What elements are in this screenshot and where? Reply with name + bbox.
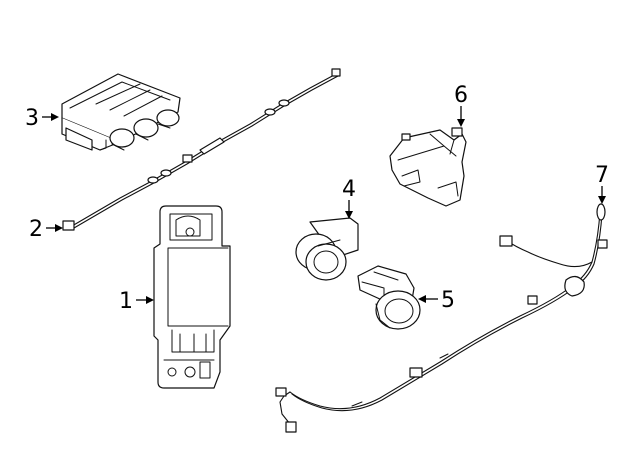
part-7-bumper-harness[interactable] <box>275 203 608 433</box>
callout-6: 6 <box>454 83 468 127</box>
part-6-mounting-bracket[interactable] <box>389 127 467 207</box>
callout-1-label: 1 <box>119 289 133 314</box>
callout-1: 1 <box>119 289 154 314</box>
callout-4: 4 <box>342 177 356 219</box>
callout-5: 5 <box>418 288 455 313</box>
callout-3: 3 <box>25 106 59 131</box>
part-4-parking-sensor[interactable] <box>295 217 359 281</box>
part-3-control-module[interactable] <box>61 73 181 151</box>
callout-7: 7 <box>595 163 609 204</box>
part-5-sensor-retainer[interactable] <box>357 265 421 330</box>
callout-2: 2 <box>29 217 63 242</box>
callout-5-label: 5 <box>441 288 455 313</box>
part-1-control-unit[interactable] <box>153 205 231 389</box>
callout-3-label: 3 <box>25 106 39 131</box>
callout-6-label: 6 <box>454 83 468 108</box>
callout-7-label: 7 <box>595 163 609 188</box>
part-2-wiring-harness[interactable] <box>62 68 341 231</box>
callout-2-label: 2 <box>29 217 43 242</box>
callout-4-label: 4 <box>342 177 356 202</box>
